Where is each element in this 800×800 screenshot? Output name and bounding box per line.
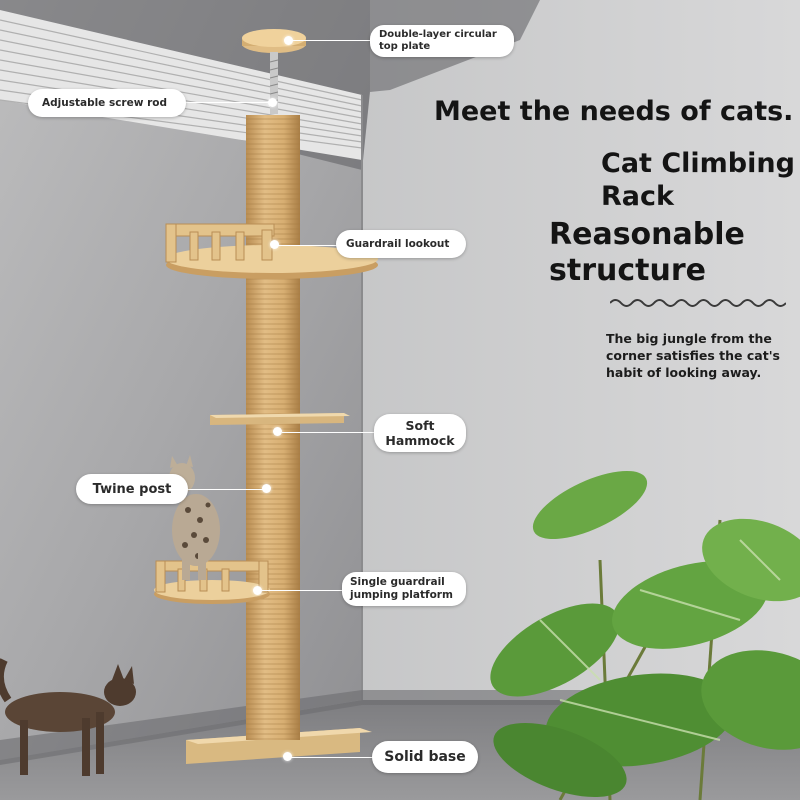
brown-cat — [0, 658, 136, 776]
structure-title-line1: Reasonable — [549, 217, 745, 252]
structure-title-line2: structure — [549, 253, 706, 288]
solid-base-callout: Solid base — [372, 741, 478, 773]
description-line1: The big jungle from the — [606, 331, 772, 346]
jump-platform-label-line1: Single guardrail — [350, 576, 445, 588]
jump-platform-dot — [253, 586, 262, 595]
hammock-label-line2: Hammock — [385, 433, 455, 448]
base-dot — [283, 752, 292, 761]
jump-platform-label-line2: jumping platform — [350, 589, 453, 601]
product-title-line1: Cat Climbing — [601, 148, 795, 179]
screw-rod-leader — [186, 102, 272, 103]
screw-rod-dot — [268, 98, 277, 107]
solid-base-label: Solid base — [384, 749, 466, 765]
top-plate-label-line2: top plate — [379, 41, 431, 52]
base-leader — [290, 757, 376, 758]
hammock-leader — [282, 432, 382, 433]
description-line3: habit of looking away. — [606, 365, 762, 380]
guardrail-dot — [270, 240, 279, 249]
monstera-plant — [490, 470, 800, 800]
top-plate-leader — [290, 40, 370, 41]
screw-rod-label: Adjustable screw rod — [42, 97, 168, 109]
guardrail-lookout-label: Guardrail lookout — [346, 238, 450, 250]
hammock-label-line1: Soft — [405, 418, 435, 433]
top-plate-label-line1: Double-layer circular — [379, 29, 497, 40]
wave-divider-icon — [610, 299, 786, 307]
guardrail-lookout-callout: Guardrail lookout — [336, 230, 466, 258]
jump-platform-leader — [262, 590, 346, 591]
top-plate-dot — [284, 36, 293, 45]
product-title-line2: Rack — [601, 181, 674, 212]
screw-rod-callout: Adjustable screw rod — [28, 89, 186, 117]
twine-post-callout: Twine post — [76, 474, 188, 504]
twine-post-leader — [185, 489, 267, 490]
cat-tree — [154, 29, 378, 764]
description-line2: corner satisfies the cat's — [606, 348, 780, 363]
main-headline: Meet the needs of cats. — [434, 96, 794, 127]
description-text: The big jungle from the corner satisfies… — [606, 330, 796, 381]
twine-post-dot — [262, 484, 271, 493]
twine-post-label: Twine post — [92, 481, 172, 497]
guardrail-leader — [278, 245, 338, 246]
hammock-dot — [273, 427, 282, 436]
